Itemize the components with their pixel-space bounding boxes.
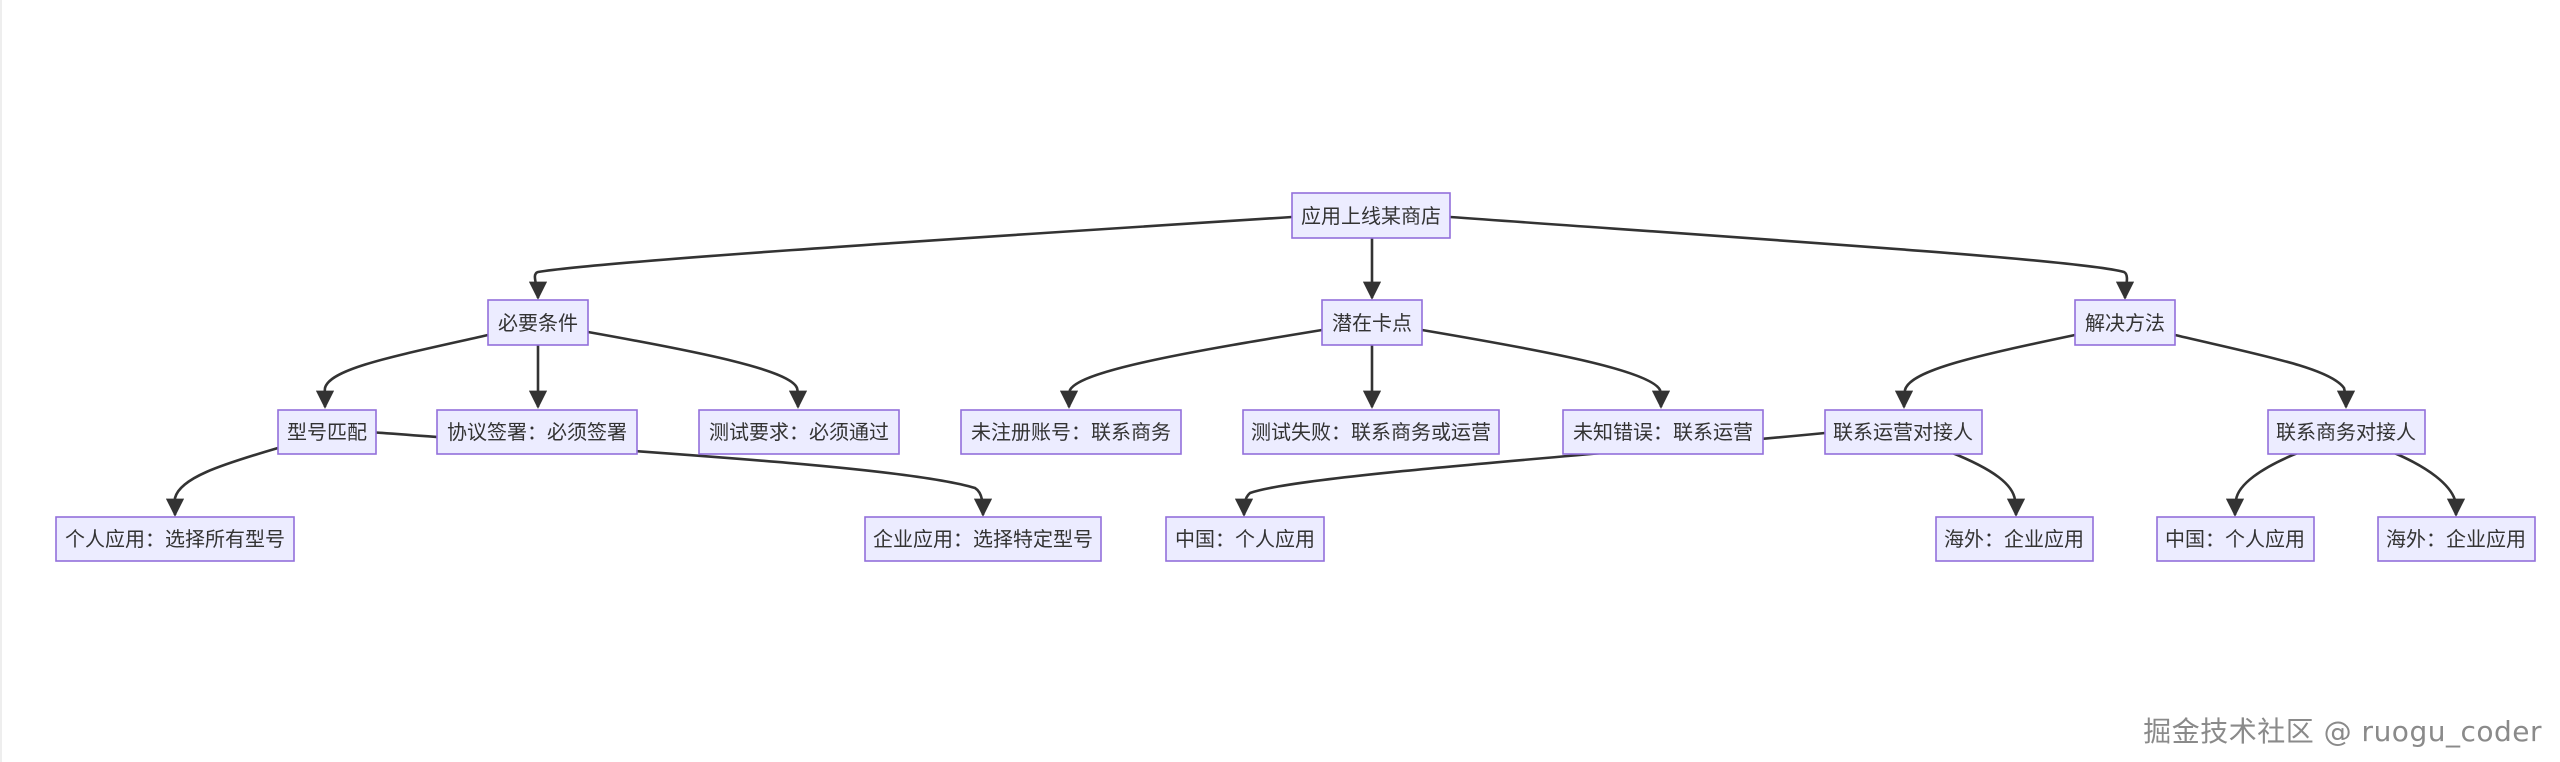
- node-blockers-label: 潜在卡点: [1332, 311, 1412, 335]
- edge-root-solutions: [1449, 215, 2135, 300]
- node-model-match-label: 型号匹配: [287, 420, 367, 444]
- node-unknown-err-label: 未知错误：联系运营: [1573, 420, 1753, 444]
- edge-model-personal: [165, 446, 279, 517]
- node-unknown-err: 未知错误：联系运营: [1562, 409, 1764, 455]
- edge-solutions-biz: [2174, 333, 2356, 409]
- node-ops-cn: 中国：个人应用: [1165, 516, 1325, 562]
- node-ops-overseas-label: 海外：企业应用: [1944, 527, 2084, 551]
- node-agreement: 协议签署：必须签署: [436, 409, 638, 455]
- left-border: [0, 0, 2, 762]
- node-personal-all-label: 个人应用：选择所有型号: [65, 527, 285, 551]
- node-model-match: 型号匹配: [277, 409, 377, 455]
- edge-requirements-model: [315, 333, 489, 409]
- node-biz-overseas: 海外：企业应用: [2377, 516, 2536, 562]
- node-biz-contact: 联系商务对接人: [2267, 409, 2426, 455]
- node-requirements: 必要条件: [487, 299, 589, 346]
- node-root: 应用上线某商店: [1291, 192, 1451, 239]
- node-personal-all: 个人应用：选择所有型号: [55, 516, 295, 562]
- node-blockers: 潜在卡点: [1321, 299, 1423, 346]
- node-root-label: 应用上线某商店: [1301, 204, 1441, 228]
- node-agreement-label: 协议签署：必须签署: [447, 420, 627, 444]
- node-ops-contact: 联系运营对接人: [1824, 409, 1983, 455]
- edge-solutions-ops: [1894, 333, 2076, 409]
- node-ops-cn-label: 中国：个人应用: [1175, 527, 1315, 551]
- edge-biz-overseas: [2391, 450, 2466, 517]
- node-unreg-label: 未注册账号：联系商务: [971, 420, 1171, 444]
- edge-blockers-unknown: [1421, 328, 1671, 409]
- edge-biz-cn: [2225, 450, 2301, 517]
- node-unreg: 未注册账号：联系商务: [960, 409, 1182, 455]
- node-ops-overseas: 海外：企业应用: [1935, 516, 2094, 562]
- node-test-fail: 测试失败：联系商务或运营: [1242, 409, 1500, 455]
- node-solutions: 解决方法: [2074, 299, 2176, 346]
- node-enterprise-specific: 企业应用：选择特定型号: [864, 516, 1102, 562]
- node-enterprise-specific-label: 企业应用：选择特定型号: [873, 527, 1093, 551]
- node-biz-cn: 中国：个人应用: [2156, 516, 2315, 562]
- node-biz-overseas-label: 海外：企业应用: [2386, 527, 2526, 551]
- edge-requirements-test: [587, 330, 808, 409]
- node-ops-contact-label: 联系运营对接人: [1833, 420, 1973, 444]
- node-test-req-label: 测试要求：必须通过: [709, 420, 889, 444]
- node-solutions-label: 解决方法: [2085, 311, 2165, 335]
- edge-ops-overseas: [1949, 450, 2026, 517]
- node-test-fail-label: 测试失败：联系商务或运营: [1251, 420, 1491, 444]
- node-test-req: 测试要求：必须通过: [698, 409, 900, 455]
- node-biz-contact-label: 联系商务对接人: [2276, 420, 2416, 444]
- edge-blockers-unreg: [1059, 328, 1323, 409]
- edge-root-requirements: [528, 215, 1293, 300]
- node-biz-cn-label: 中国：个人应用: [2165, 527, 2305, 551]
- node-requirements-label: 必要条件: [498, 311, 578, 335]
- watermark: 掘金技术社区 @ ruogu_coder: [2143, 715, 2542, 748]
